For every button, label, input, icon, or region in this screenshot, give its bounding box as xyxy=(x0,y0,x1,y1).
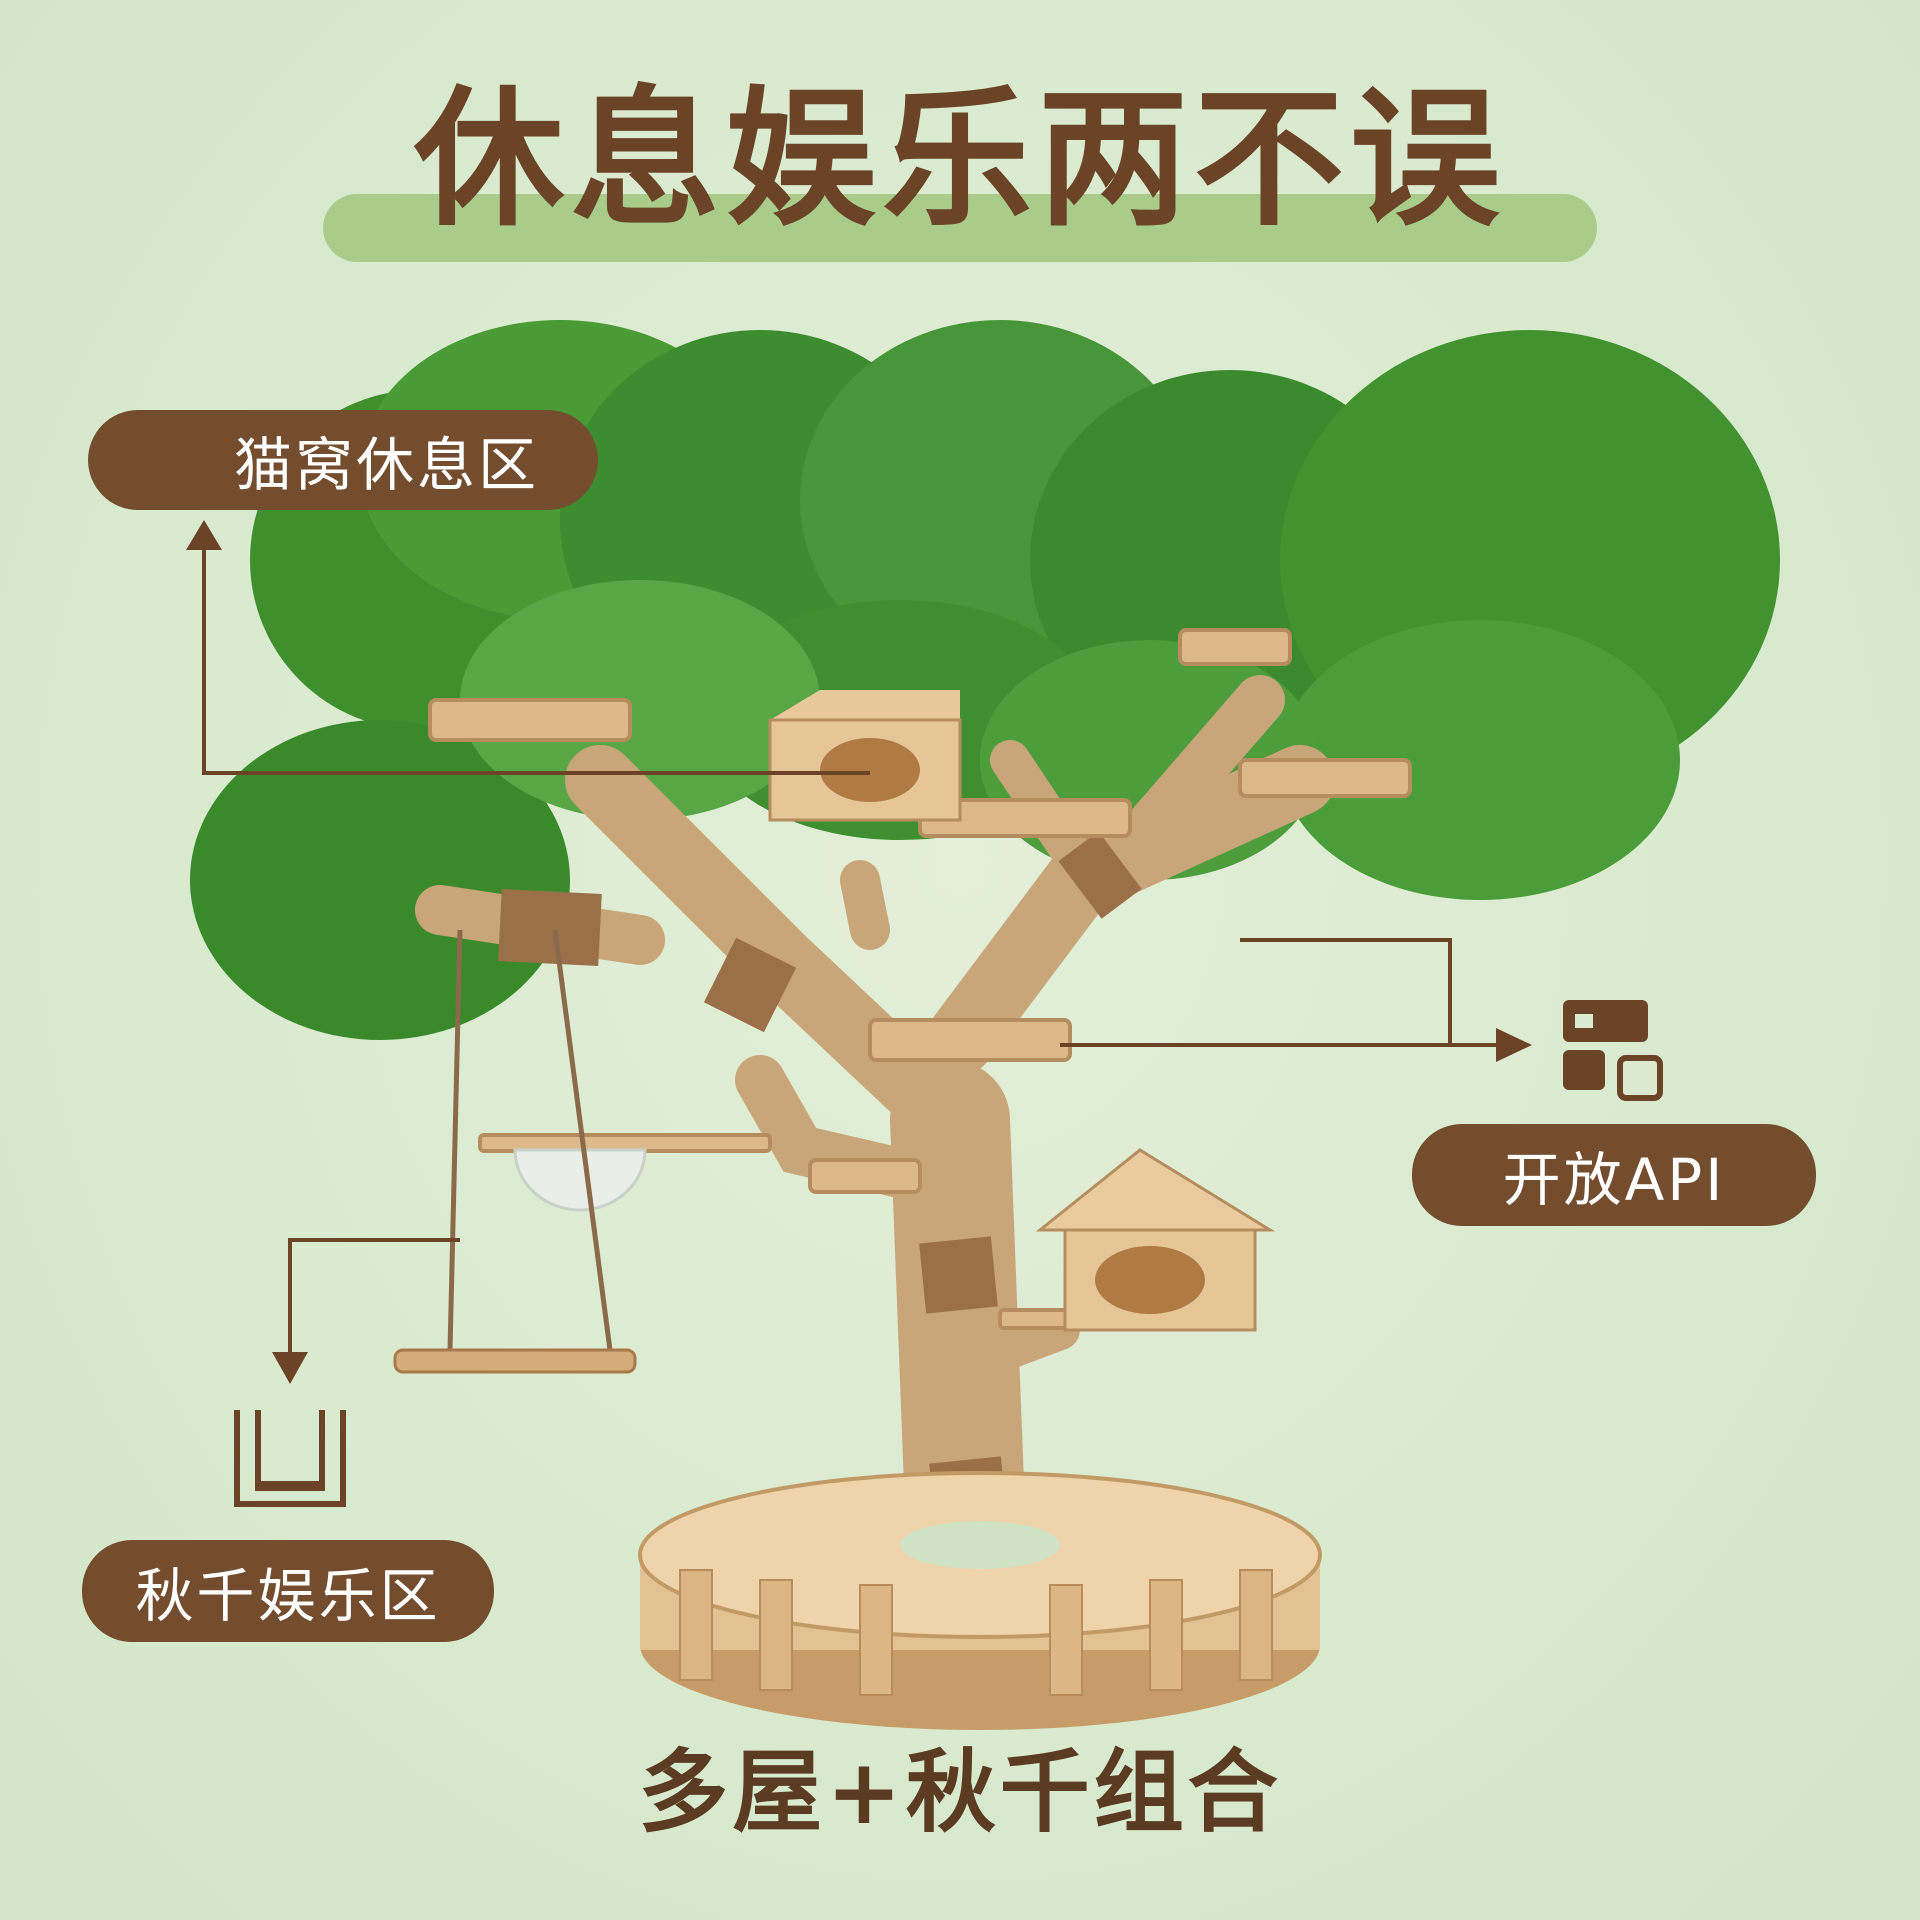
blocks-icon xyxy=(1563,1000,1663,1101)
swing-icon xyxy=(234,1410,346,1507)
callout-cat-nest-label: 猫窝休息区 xyxy=(234,431,540,499)
callout-swing-label: 秋千娱乐区 xyxy=(135,1562,441,1630)
round-base xyxy=(638,1471,1322,1730)
callout-arrowheads xyxy=(186,520,1532,1384)
title-highlight-band xyxy=(323,194,1597,262)
cat-house-lower xyxy=(1035,1148,1276,1332)
bottom-subtitle: 多屋+秋千组合 xyxy=(638,1740,1282,1845)
page-title: 休息娱乐两不误 xyxy=(413,73,1506,247)
callout-cat-nest: 猫窝休息区 xyxy=(88,410,598,510)
callout-lines xyxy=(202,545,1500,1355)
swing xyxy=(393,929,637,1374)
callout-swing: 秋千娱乐区 xyxy=(82,1540,494,1642)
callout-open-api: 开放API xyxy=(1412,1124,1816,1226)
bubble-bowl xyxy=(513,1148,647,1212)
cat-house-top xyxy=(768,690,962,822)
callout-open-api-label: 开放API xyxy=(1502,1146,1726,1214)
tree-foliage xyxy=(190,320,1780,1040)
